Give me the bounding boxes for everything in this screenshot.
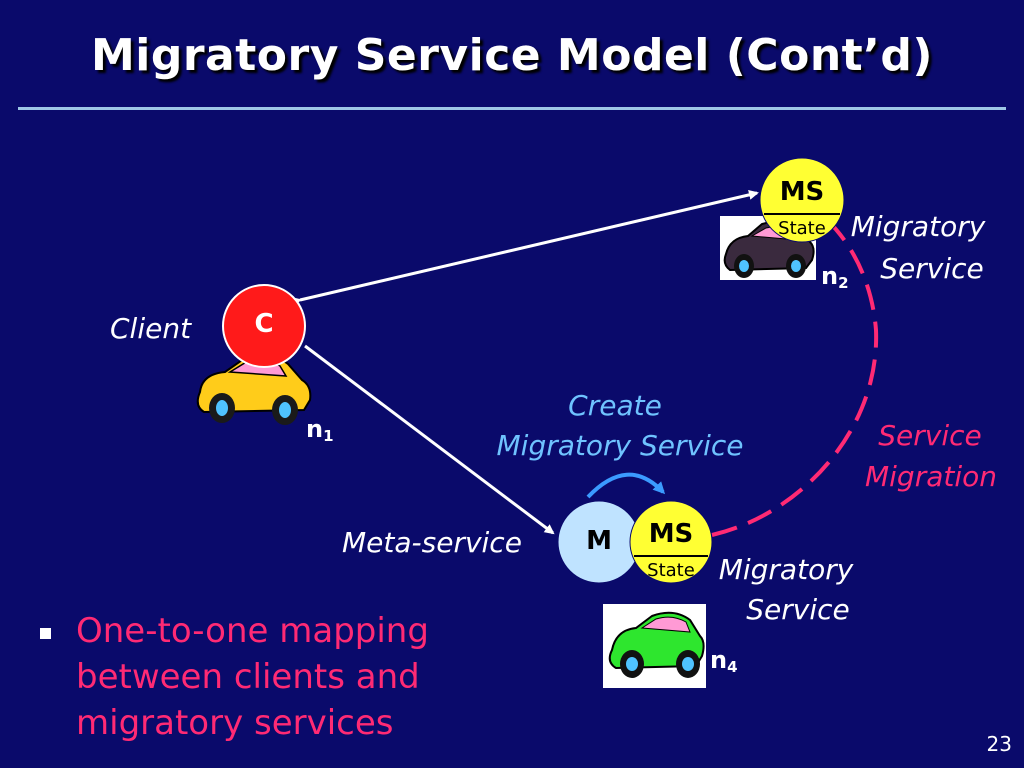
client-car-illustration: [196, 354, 312, 425]
meta-service-label: Meta-service: [342, 526, 522, 559]
client-circle-label: C: [254, 309, 274, 339]
slide-title: Migratory Service Model (Cont’d): [90, 30, 933, 81]
ms-bottom-label-line1: Migratory: [718, 553, 854, 586]
ms-top-node-id: n2: [821, 262, 849, 292]
page-number: 23: [986, 732, 1012, 756]
ms-bottom-car-illustration: [608, 611, 705, 678]
ms-top-circle-label: MS: [779, 177, 825, 207]
meta-node-id: n4: [710, 646, 738, 676]
ms-top-label-line1: Migratory: [850, 210, 986, 243]
ms-bottom-label-line2: Service: [746, 593, 850, 626]
client-ms-link-arrow: [291, 189, 759, 307]
client-to-meta-arrow: [304, 344, 555, 535]
client-circle: [222, 284, 306, 368]
ms-top-label-line2: Service: [880, 252, 984, 285]
client-label: Client: [110, 312, 192, 345]
create-arc-arrow: [586, 472, 666, 499]
bullet-marker: [40, 628, 51, 639]
migration-label-line2: Migration: [864, 460, 997, 493]
bullet-item-text: One-to-one mapping between clients and m…: [76, 611, 429, 743]
client-node-id: n1: [306, 415, 334, 445]
migration-label-line1: Service: [878, 419, 982, 452]
create-label-line1: Create: [568, 389, 662, 422]
create-label-line2: Migratory Service: [496, 429, 744, 462]
ms-top-state-label: State: [778, 218, 826, 239]
meta-service-circle-label: M: [586, 526, 612, 556]
ms-bottom-circle: [629, 500, 713, 584]
title-divider: [18, 107, 1006, 110]
ms-top-circle: [759, 157, 845, 243]
ms-bottom-circle-label: MS: [648, 519, 694, 549]
ms-bottom-state-label: State: [647, 560, 695, 581]
